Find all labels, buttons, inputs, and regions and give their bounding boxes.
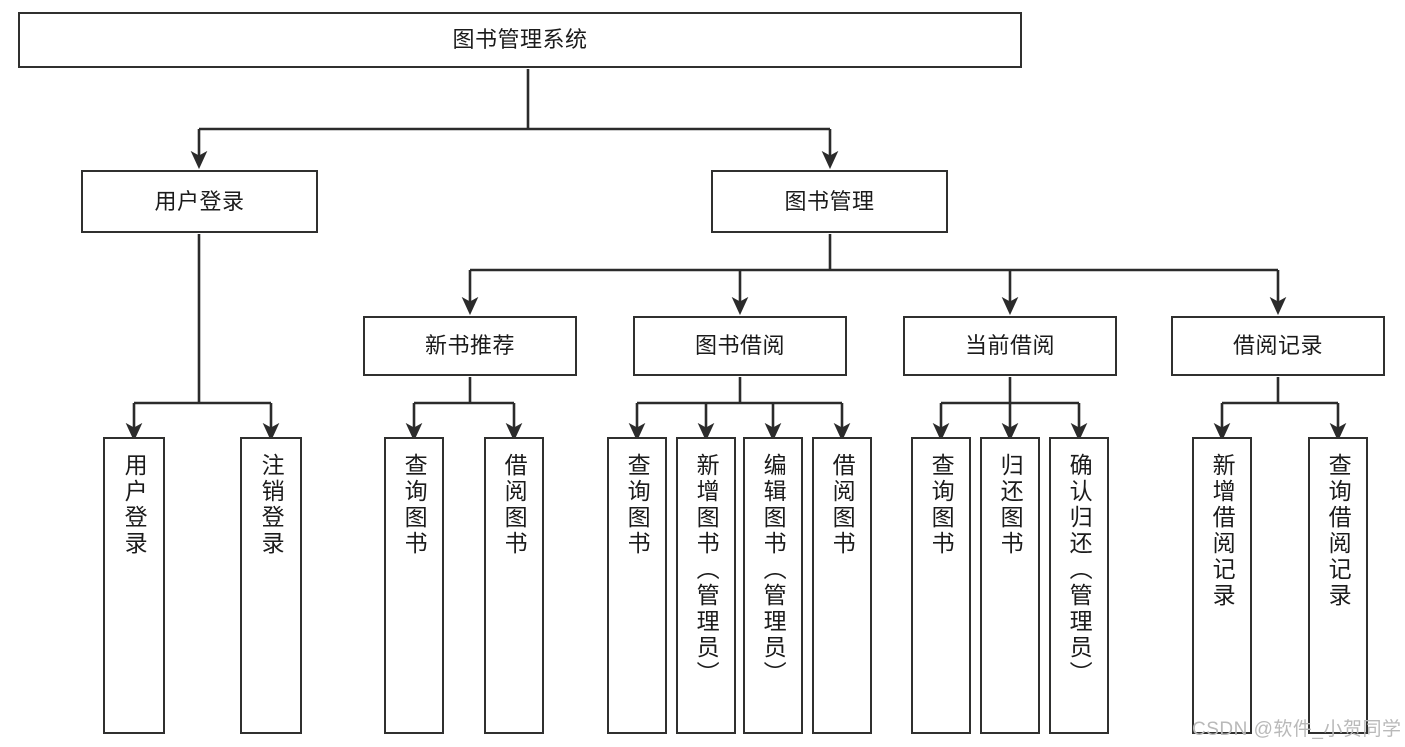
node-label: 用户登录 — [121, 453, 148, 557]
leaf-current-confirm-return-admin[interactable]: 确认归还（管理员） — [1049, 437, 1109, 734]
leaf-current-return-book[interactable]: 归还图书 — [980, 437, 1040, 734]
leaf-new-book-borrow[interactable]: 借阅图书 — [484, 437, 544, 734]
node-label: 归还图书 — [997, 453, 1024, 557]
node-book-management[interactable]: 图书管理 — [711, 170, 948, 233]
edges-level2-to-level3 — [461, 234, 1287, 316]
leaf-borrow-add-book-admin[interactable]: 新增图书（管理员） — [676, 437, 736, 734]
node-label: 新增图书（管理员） — [693, 453, 720, 687]
node-label: 借阅记录 — [1232, 333, 1323, 359]
node-label: 图书管理系统 — [452, 27, 588, 53]
node-user-login[interactable]: 用户登录 — [81, 170, 318, 233]
edges-root-to-level2 — [190, 69, 839, 170]
node-label: 新增借阅记录 — [1209, 453, 1236, 609]
edges-new-book-to-leaves — [405, 377, 523, 442]
leaf-borrow-query-book[interactable]: 查询图书 — [607, 437, 667, 734]
node-label: 注销登录 — [258, 453, 285, 557]
node-label: 新书推荐 — [424, 333, 515, 359]
leaf-borrow-borrow-book[interactable]: 借阅图书 — [812, 437, 872, 734]
node-label: 图书管理 — [784, 188, 875, 214]
node-label: 借阅图书 — [501, 453, 528, 557]
node-label: 查询借阅记录 — [1325, 453, 1352, 609]
leaf-record-add-borrow-record[interactable]: 新增借阅记录 — [1192, 437, 1252, 734]
leaf-user-login[interactable]: 用户登录 — [103, 437, 165, 734]
node-label: 用户登录 — [154, 188, 245, 214]
node-label: 查询图书 — [401, 453, 428, 557]
node-label: 借阅图书 — [829, 453, 856, 557]
leaf-user-logout[interactable]: 注销登录 — [240, 437, 302, 734]
node-current-borrow[interactable]: 当前借阅 — [903, 316, 1117, 376]
edges-user-login-to-leaves — [125, 234, 280, 442]
node-borrow-record[interactable]: 借阅记录 — [1171, 316, 1385, 376]
node-root-system[interactable]: 图书管理系统 — [18, 12, 1022, 68]
csdn-watermark: CSDN @软件_小贺同学 — [1192, 719, 1402, 740]
edges-borrow-record-to-leaves — [1213, 377, 1347, 442]
node-label: 图书借阅 — [694, 333, 785, 359]
node-label: 查询图书 — [928, 453, 955, 557]
edges-current-borrow-to-leaves — [932, 377, 1088, 442]
node-book-borrow[interactable]: 图书借阅 — [633, 316, 847, 376]
node-label: 编辑图书（管理员） — [760, 453, 787, 687]
node-label: 查询图书 — [624, 453, 651, 557]
node-label: 确认归还（管理员） — [1066, 453, 1093, 687]
edges-book-borrow-to-leaves — [628, 377, 851, 442]
leaf-record-query-borrow-record[interactable]: 查询借阅记录 — [1308, 437, 1368, 734]
leaf-current-query-book[interactable]: 查询图书 — [911, 437, 971, 734]
node-label: 当前借阅 — [964, 333, 1055, 359]
leaf-new-book-query[interactable]: 查询图书 — [384, 437, 444, 734]
node-new-book-recommend[interactable]: 新书推荐 — [363, 316, 577, 376]
leaf-borrow-edit-book-admin[interactable]: 编辑图书（管理员） — [743, 437, 803, 734]
